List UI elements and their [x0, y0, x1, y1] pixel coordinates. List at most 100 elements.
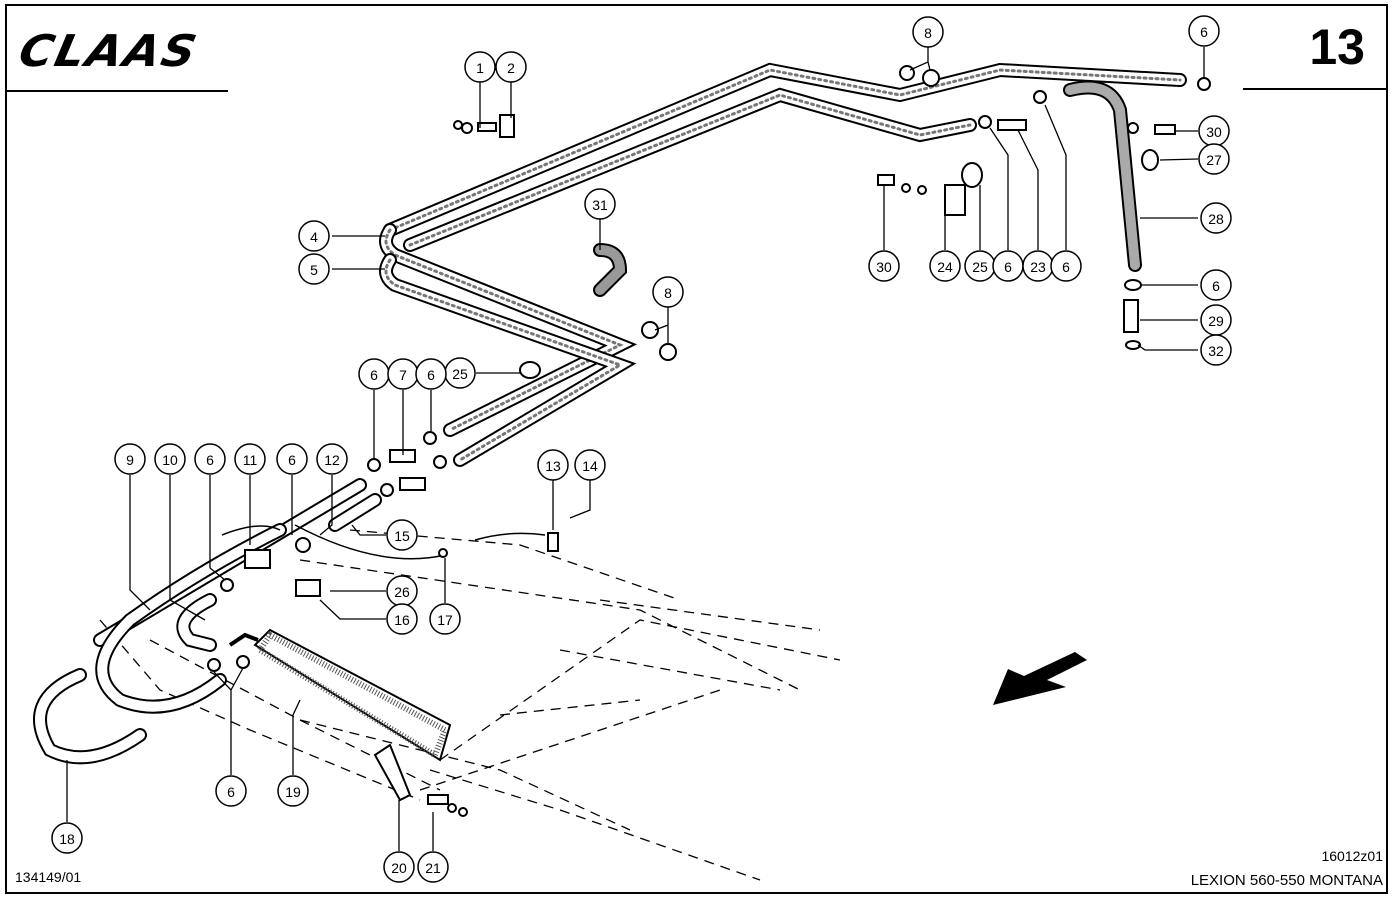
wires — [221, 524, 546, 560]
callout-label: 32 — [1208, 343, 1224, 359]
callout-circle — [51, 822, 83, 854]
callout-30: 30 — [868, 250, 900, 282]
callout-26: 26 — [386, 575, 418, 607]
machine-outline — [99, 529, 841, 881]
hose-pair-4-5 — [379, 62, 1187, 467]
callout-label: 29 — [1208, 313, 1224, 329]
callout-label: 26 — [394, 584, 410, 600]
callout-6: 6 — [1188, 15, 1220, 47]
callout-label: 28 — [1208, 211, 1224, 227]
callout-circle — [584, 188, 616, 220]
callout-label: 16 — [394, 612, 410, 628]
callout-label: 25 — [452, 366, 468, 382]
callout-label: 8 — [664, 285, 672, 301]
model-name: LEXION 560-550 MONTANA — [1190, 872, 1383, 889]
callout-label: 17 — [437, 612, 453, 628]
callout-circle — [298, 253, 330, 285]
callout-12: 12 — [316, 443, 348, 475]
page-number: 13 — [1309, 19, 1365, 75]
callout-circle — [383, 851, 415, 883]
callout-circle — [429, 603, 461, 635]
callout-19: 19 — [277, 775, 309, 807]
callout-circle — [464, 51, 496, 83]
callout-6: 6 — [194, 443, 226, 475]
callout-circle — [537, 449, 569, 481]
callout-label: 19 — [285, 784, 301, 800]
callout-label: 1 — [476, 60, 484, 76]
callout-label: 13 — [545, 458, 561, 474]
callout-label: 27 — [1206, 152, 1222, 168]
callout-14: 14 — [574, 449, 606, 481]
callout-label: 11 — [243, 452, 258, 468]
callout-circle — [929, 250, 961, 282]
callout-circle — [574, 449, 606, 481]
callout-label: 18 — [59, 831, 75, 847]
callout-label: 6 — [206, 452, 214, 468]
callout-label: 6 — [1062, 259, 1070, 275]
callout-9: 9 — [114, 443, 146, 475]
callout-label: 6 — [288, 452, 296, 468]
sheet-border — [5, 4, 1388, 894]
callout-circle — [868, 250, 900, 282]
callout-circle — [277, 775, 309, 807]
callout-circle — [1188, 15, 1220, 47]
callout-label: 6 — [1212, 278, 1220, 294]
callout-circle — [154, 443, 186, 475]
callout-25: 25 — [964, 250, 996, 282]
callout-circle — [415, 358, 447, 390]
callout-label: 9 — [126, 452, 134, 468]
header-divider-left — [5, 90, 228, 92]
callout-label: 6 — [427, 367, 435, 383]
small-parts — [207, 65, 1211, 817]
callout-circle — [1200, 334, 1232, 366]
callout-4: 4 — [298, 220, 330, 252]
callout-circle — [194, 443, 226, 475]
callout-circle — [386, 603, 418, 635]
callout-28: 28 — [1200, 202, 1232, 234]
callout-16: 16 — [386, 603, 418, 635]
callout-label: 5 — [310, 262, 318, 278]
oil-cooler — [228, 628, 452, 762]
callout-6: 6 — [415, 358, 447, 390]
callout-7: 7 — [387, 358, 419, 390]
callout-label: 4 — [310, 229, 318, 245]
callout-6: 6 — [276, 443, 308, 475]
callout-6: 6 — [358, 358, 390, 390]
callout-label: 30 — [1206, 124, 1222, 140]
callout-circle — [316, 443, 348, 475]
callout-circle — [495, 51, 527, 83]
callout-label: 8 — [924, 25, 932, 41]
callout-label: 12 — [324, 452, 340, 468]
header-divider-right — [1243, 88, 1388, 90]
callout-label: 15 — [394, 528, 410, 544]
callout-circle — [114, 443, 146, 475]
callout-circle — [298, 220, 330, 252]
callout-20: 20 — [383, 851, 415, 883]
callout-2: 2 — [495, 51, 527, 83]
callout-30: 30 — [1198, 115, 1230, 147]
callout-10: 10 — [154, 443, 186, 475]
callout-circle — [1200, 202, 1232, 234]
callout-label: 10 — [162, 452, 178, 468]
callout-8: 8 — [652, 276, 684, 308]
callout-17: 17 — [429, 603, 461, 635]
leader-lines — [66, 47, 1205, 851]
callout-circle — [386, 519, 418, 551]
callout-label: 24 — [937, 259, 953, 275]
callout-circle — [1200, 269, 1232, 301]
callout-15: 15 — [386, 519, 418, 551]
callout-circle — [1198, 143, 1230, 175]
drawing-code: 16012z01 — [1321, 848, 1383, 864]
callout-32: 32 — [1200, 334, 1232, 366]
callout-11: 11 — [234, 443, 266, 475]
callout-13: 13 — [537, 449, 569, 481]
callout-label: 6 — [1004, 259, 1012, 275]
callout-circle — [1050, 250, 1082, 282]
callout-6: 6 — [1200, 269, 1232, 301]
reference-number: 134149/01 — [15, 869, 82, 885]
callout-6: 6 — [215, 775, 247, 807]
callout-label: 30 — [876, 259, 892, 275]
callout-5: 5 — [298, 253, 330, 285]
